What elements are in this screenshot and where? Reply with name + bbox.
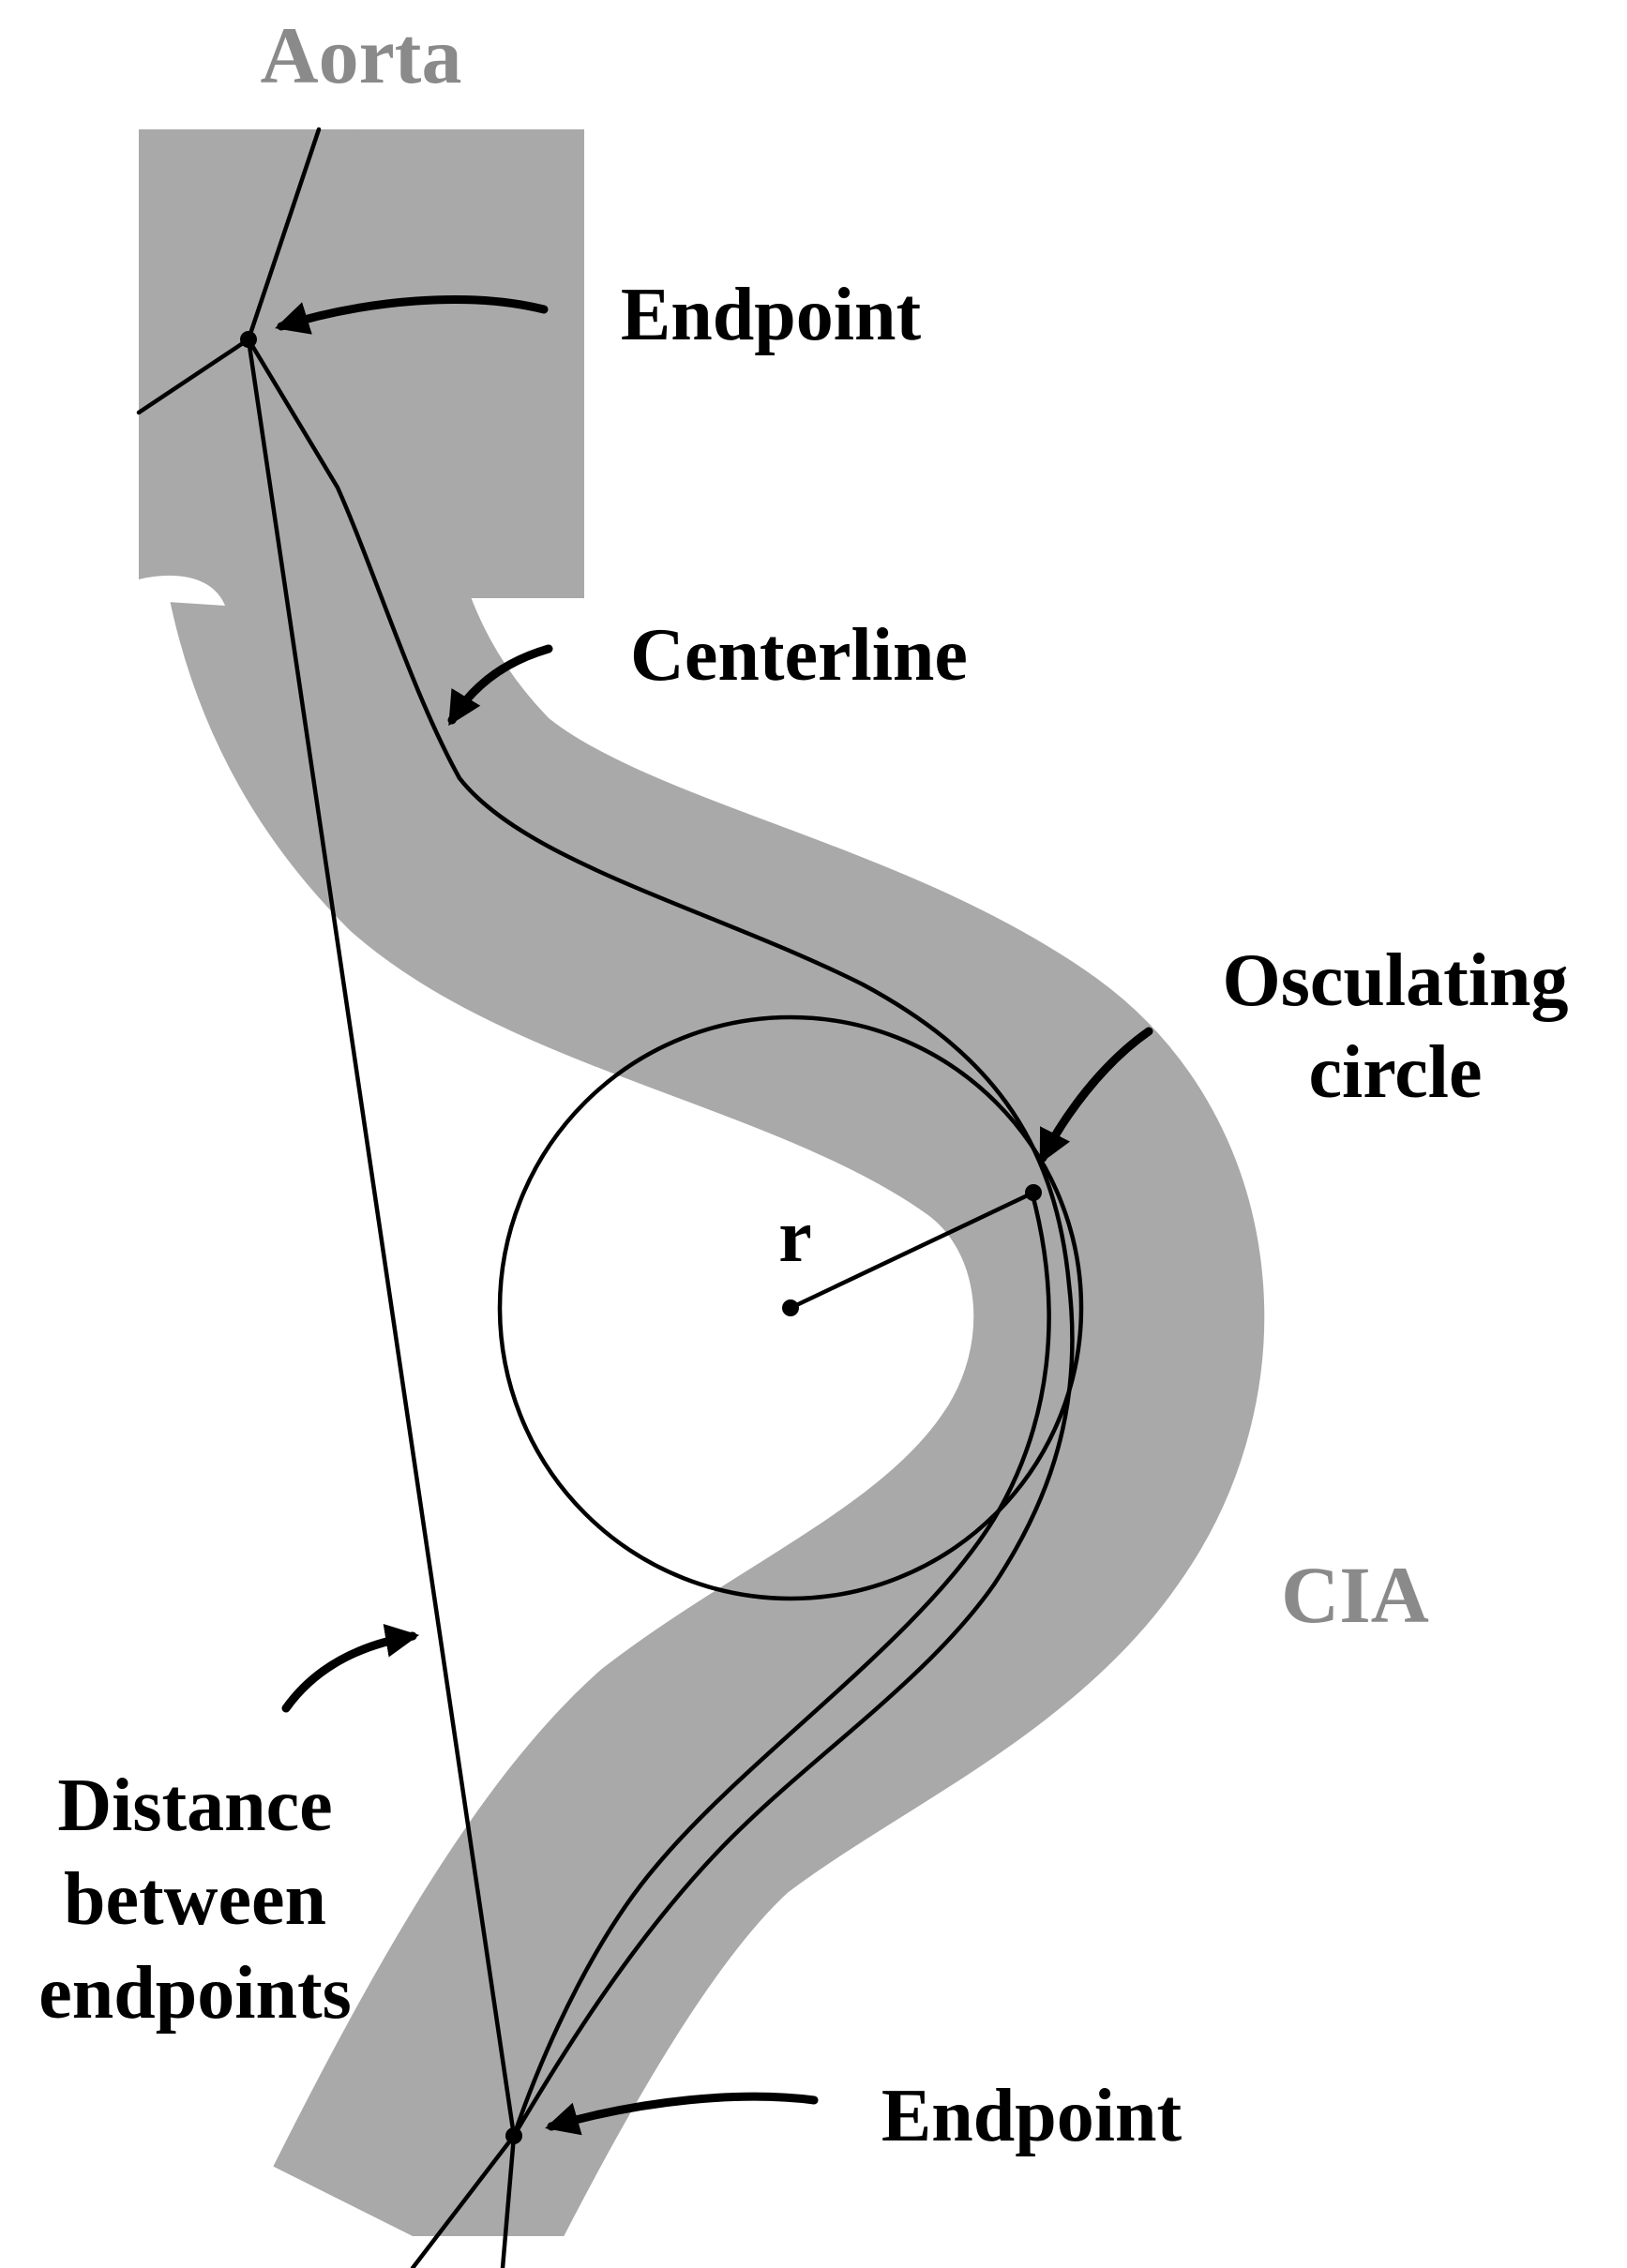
cia-label: CIA <box>1281 1550 1429 1640</box>
vessel-bottom-cap <box>281 2236 844 2268</box>
vessel-surface <box>131 0 1265 2268</box>
endpoint-bottom-dot <box>505 2127 522 2144</box>
centerline-label: Centerline <box>630 614 968 697</box>
endpoint-bottom-label: Endpoint <box>881 2075 1183 2157</box>
distance-arrow <box>281 1623 420 1713</box>
centerline-main <box>246 337 1075 2268</box>
endpoint-distance-line <box>246 337 517 2139</box>
osculating-label-line2: circle <box>1308 1031 1482 1114</box>
endpoint-top-label: Endpoint <box>621 274 922 356</box>
aorta-label: Aorta <box>261 10 462 100</box>
osculating-circle <box>497 1014 1084 1601</box>
radius-label: r <box>778 1195 812 1278</box>
endpoint-top-arrow <box>275 295 549 335</box>
callout-arrows <box>275 295 1153 2136</box>
endpoint-distance-tail <box>500 2133 517 2268</box>
circle-center-dot <box>782 1299 799 1316</box>
endpoint-bottom-arrow <box>545 2092 819 2136</box>
distance-label-line2: between <box>64 1858 326 1941</box>
osculating-circle-arrow <box>1038 1027 1153 1164</box>
osculating-label-line1: Osculating <box>1223 939 1569 1022</box>
aorta-notch <box>139 575 225 606</box>
distance-label-line1: Distance <box>57 1765 332 1847</box>
tangent-point-dot <box>1025 1184 1042 1201</box>
radius-line <box>788 1190 1036 1311</box>
centerline-arrow <box>447 644 553 727</box>
distance-label-line3: endpoints <box>38 1952 351 2035</box>
endpoint-top-dot <box>240 331 257 348</box>
iliac-vessel-tube <box>154 99 1265 2268</box>
centerline-branch <box>511 1188 1051 2139</box>
vessel-top-cap <box>131 0 600 129</box>
